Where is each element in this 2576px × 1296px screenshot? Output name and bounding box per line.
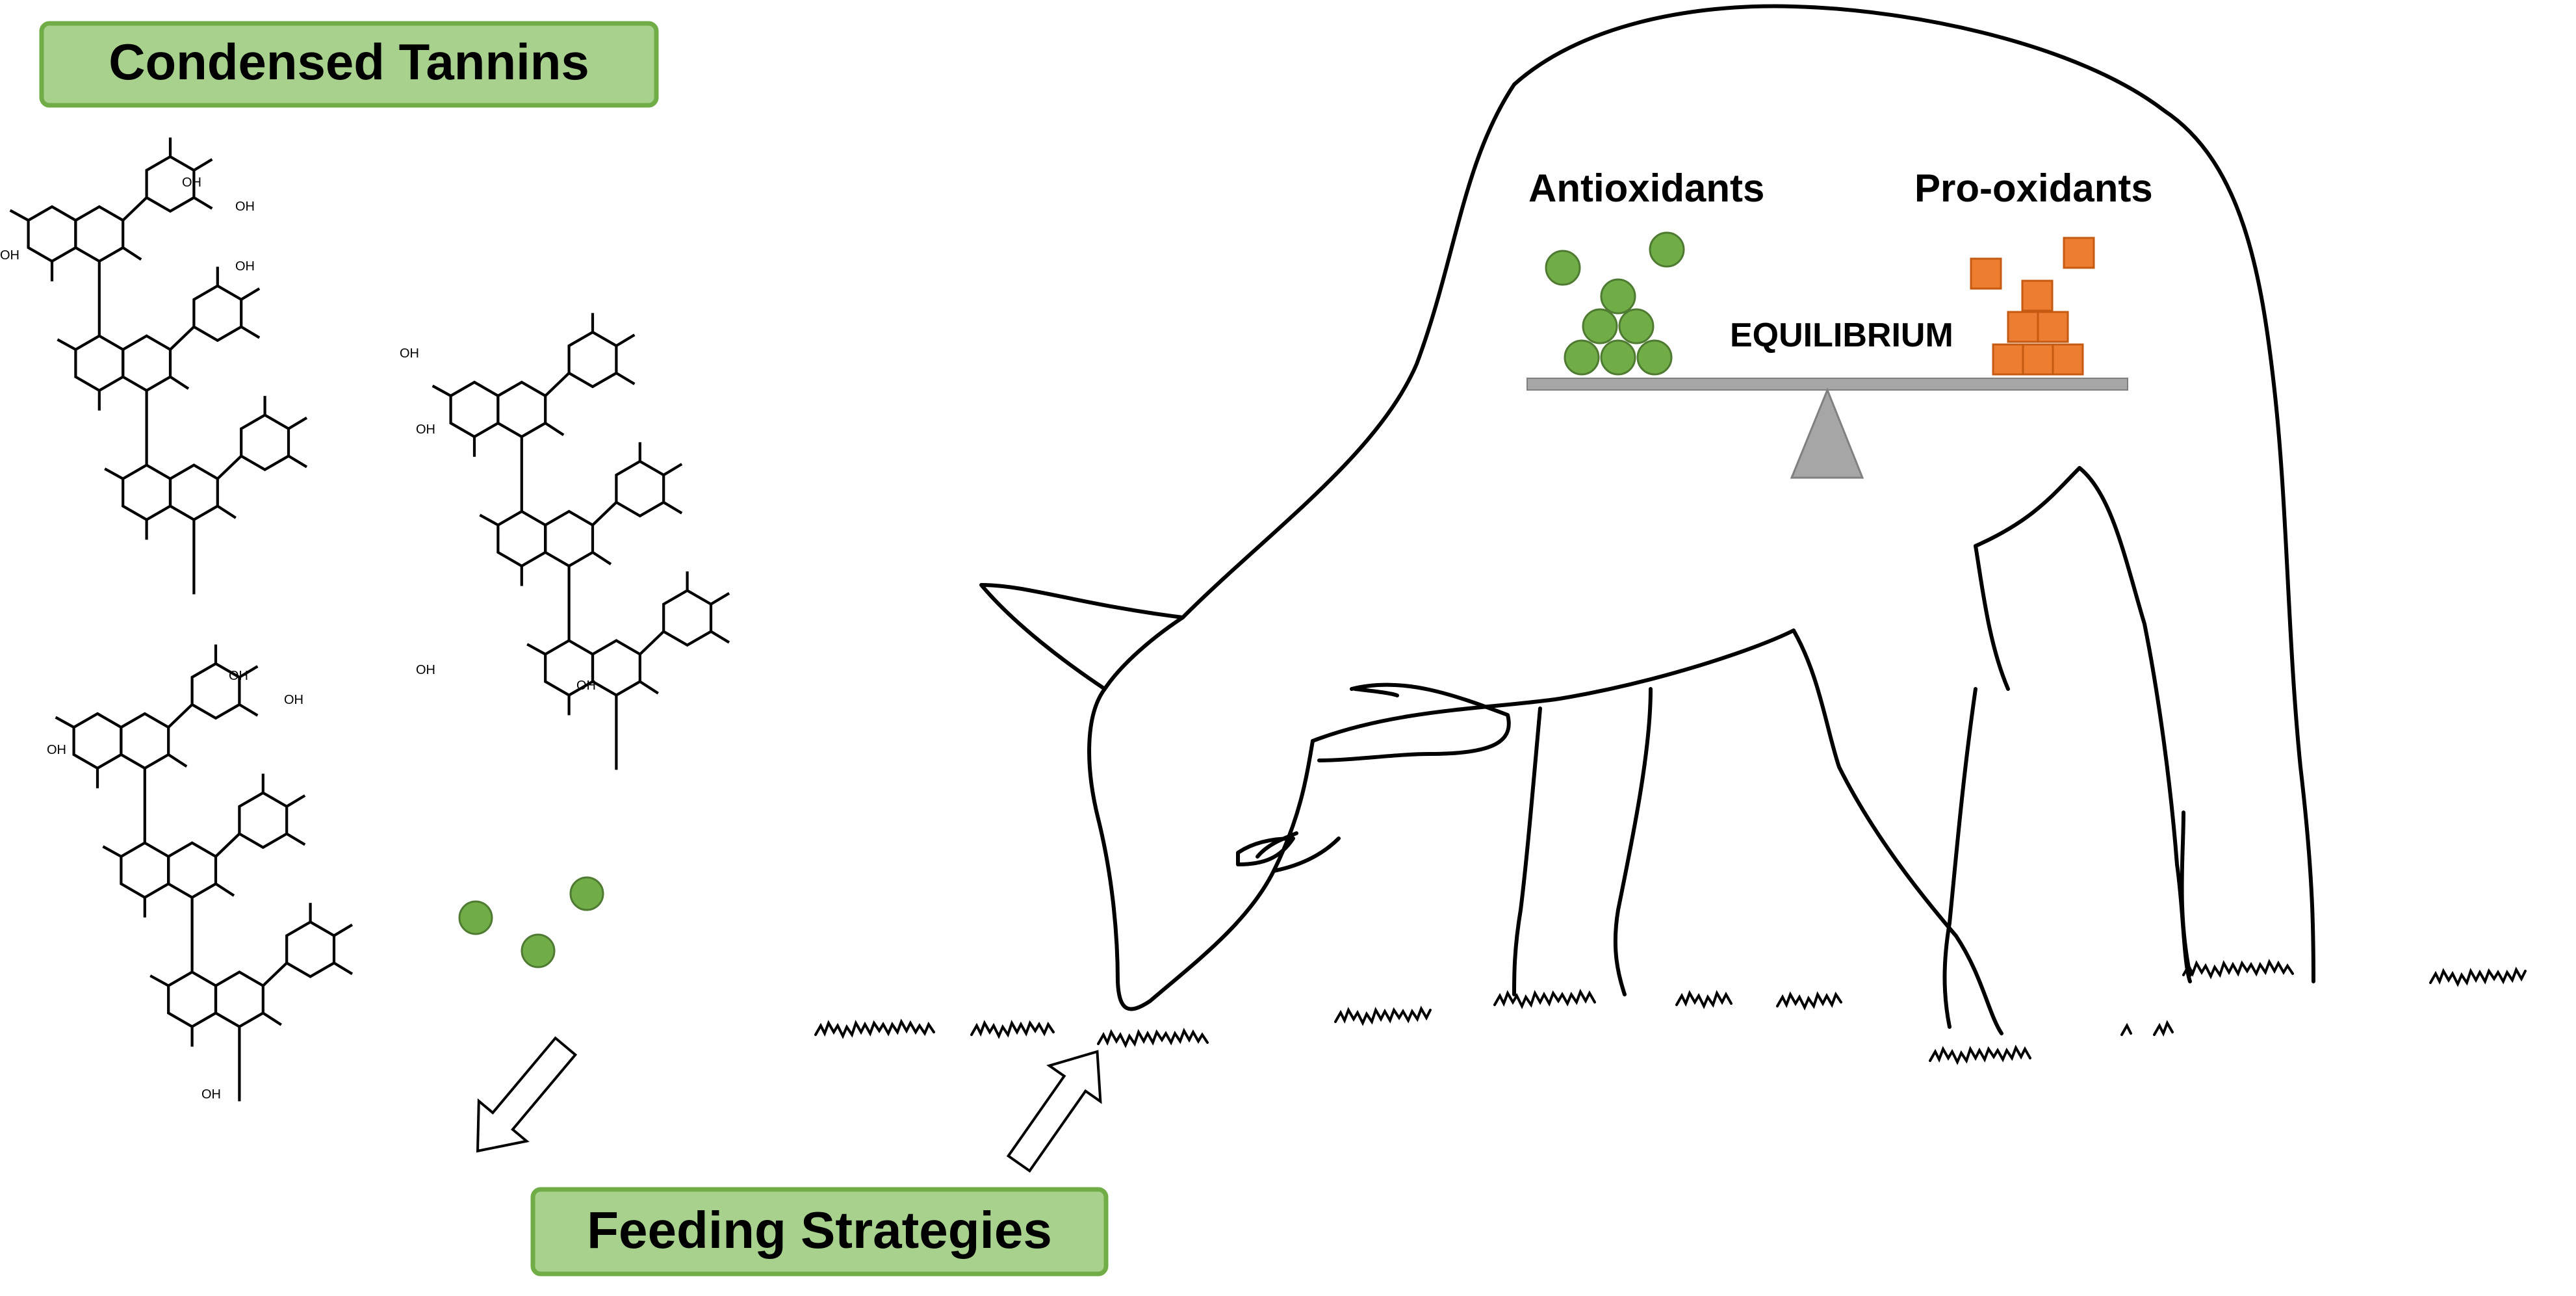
antioxidant-dot <box>1600 339 1636 376</box>
antioxidant-dot <box>1582 308 1618 344</box>
sheep-outline <box>979 4 2315 1035</box>
antioxidant-dot <box>521 933 556 968</box>
antioxidant-dot <box>1600 278 1636 315</box>
arrow-icon <box>1006 1050 1102 1173</box>
equilibrium-label: EQUILIBRIUM <box>1730 317 1953 354</box>
fulcrum-icon <box>1790 387 1864 479</box>
tannin-molecule-2 <box>433 313 729 770</box>
prooxidant-square <box>1992 343 2024 376</box>
prooxidant-square <box>2022 343 2054 376</box>
prooxidant-square <box>2037 311 2069 343</box>
prooxidants-label: Pro-oxidants <box>1914 166 2153 210</box>
hydroxyl-label: OH <box>235 200 255 214</box>
hydroxyl-label: OH <box>0 248 19 263</box>
hydroxyl-label: OH <box>416 422 435 437</box>
hydroxyl-label: OH <box>235 259 255 274</box>
prooxidant-square <box>2021 279 2054 312</box>
hydroxyl-label: OH <box>400 346 419 361</box>
condensed-tannins-box-bg <box>39 21 659 108</box>
hydroxyl-labels: OH OH OH OH OH OH OH OH OH OH OH OH <box>0 175 596 1102</box>
balance-scale: Antioxidants Pro-oxidants EQUILIBRIUM <box>1526 166 2153 479</box>
feeding-strategies-box: Feeding Strategies <box>530 1187 1109 1277</box>
hydroxyl-label: OH <box>201 1087 221 1102</box>
prooxidant-stack <box>1970 237 2095 376</box>
hydroxyl-label: OH <box>229 669 248 683</box>
antioxidant-dot <box>1636 339 1673 376</box>
antioxidant-stack <box>1545 231 1685 376</box>
antioxidant-dot <box>1618 308 1655 344</box>
hydroxyl-label: OH <box>284 693 303 707</box>
antioxidant-dot <box>569 876 604 911</box>
condensed-tannins-label: Condensed Tannins <box>109 33 589 90</box>
hydroxyl-label: OH <box>416 663 435 677</box>
prooxidant-square <box>1970 257 2002 290</box>
arrow-icon <box>476 1036 578 1153</box>
tannin-molecule-3 <box>56 645 352 1102</box>
antioxidant-dot <box>458 900 493 935</box>
grass <box>814 959 2527 1065</box>
tannin-molecule-1 <box>10 138 307 595</box>
feeding-strategies-label: Feeding Strategies <box>587 1201 1052 1259</box>
condensed-tannins-box: Condensed Tannins <box>39 21 659 108</box>
prooxidant-square <box>2007 311 2039 343</box>
antioxidant-dot <box>1649 231 1685 268</box>
hydroxyl-label: OH <box>47 743 66 757</box>
hydroxyl-label: OH <box>576 679 596 693</box>
antioxidants-label: Antioxidants <box>1528 166 1764 210</box>
arrow-up-right <box>1006 1050 1102 1173</box>
feeding-strategies-box-bg <box>530 1187 1109 1277</box>
prooxidant-square <box>2052 343 2084 376</box>
antioxidant-dot <box>1545 250 1581 286</box>
arrow-down-right <box>476 1036 578 1153</box>
prooxidant-square <box>2063 237 2095 269</box>
free-antioxidant-dots <box>458 876 604 968</box>
hydroxyl-label: OH <box>182 175 201 190</box>
antioxidant-dot <box>1564 339 1600 376</box>
